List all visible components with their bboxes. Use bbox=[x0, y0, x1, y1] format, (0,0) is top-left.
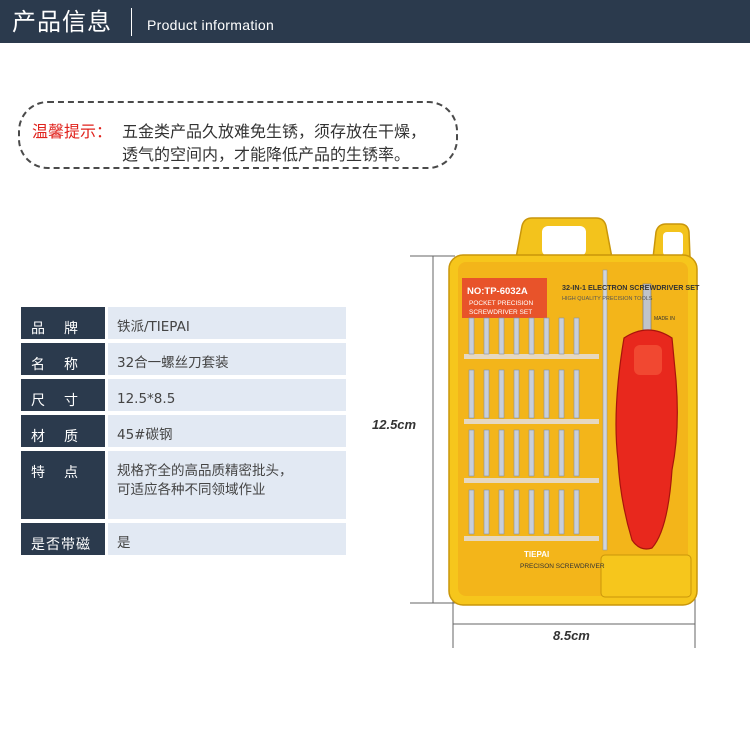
notice-text-line2: 透气的空间内，才能降低产品的生锈率。 bbox=[122, 145, 411, 164]
notice-text-line1: 五金类产品久放难免生锈，须存放在干燥， bbox=[122, 122, 427, 141]
spec-key: 尺寸 bbox=[21, 379, 105, 411]
section-subtitle: Product information bbox=[147, 17, 275, 33]
spec-key: 品牌 bbox=[21, 307, 105, 339]
spec-key: 名称 bbox=[21, 343, 105, 375]
spec-row-magnetic: 是否带磁 是 bbox=[21, 523, 346, 555]
width-dimension-label: 8.5cm bbox=[553, 628, 590, 643]
model-label: NO:TP-6032A bbox=[467, 286, 528, 297]
spec-row-size: 尺寸 12.5*8.5 bbox=[21, 379, 346, 411]
spec-value: 45#碳钢 bbox=[108, 415, 346, 447]
spec-key: 特点 bbox=[21, 451, 105, 519]
spec-value-line2: 可适应各种不同领域作业 bbox=[117, 482, 266, 498]
spec-row-name: 名称 32合一螺丝刀套装 bbox=[21, 343, 346, 375]
spec-value: 规格齐全的高品质精密批头， 可适应各种不同领域作业 bbox=[108, 451, 346, 519]
spec-key: 是否带磁 bbox=[21, 523, 105, 555]
bit-rows bbox=[464, 317, 599, 541]
notice-label: 温馨提示： bbox=[32, 122, 113, 141]
header-bar: 产品信息 Product information bbox=[0, 0, 750, 43]
product-label-line2: SCREWDRIVER SET bbox=[469, 309, 532, 316]
product-label-line1: POCKET PRECISION bbox=[469, 300, 533, 307]
height-dimension-label: 12.5cm bbox=[372, 417, 417, 432]
section-title: 产品信息 bbox=[12, 8, 112, 36]
spec-value-line1: 规格齐全的高品质精密批头， bbox=[117, 463, 293, 479]
spec-value: 是 bbox=[108, 523, 346, 555]
spec-value: 铁派/TIEPAI bbox=[108, 307, 346, 339]
spec-table: 品牌 铁派/TIEPAI 名称 32合一螺丝刀套装 尺寸 12.5*8.5 材质… bbox=[21, 307, 346, 559]
screwdriver-handle bbox=[615, 283, 678, 550]
spec-value: 32合一螺丝刀套装 bbox=[108, 343, 346, 375]
height-dimension bbox=[410, 255, 455, 604]
brand-label: TIEPAI bbox=[524, 550, 549, 559]
spec-row-feature: 特点 规格齐全的高品质精密批头， 可适应各种不同领域作业 bbox=[21, 451, 346, 519]
spec-row-brand: 品牌 铁派/TIEPAI bbox=[21, 307, 346, 339]
set-name-label: 32-IN-1 ELECTRON SCREWDRIVER SET bbox=[562, 283, 700, 292]
spec-row-material: 材质 45#碳钢 bbox=[21, 415, 346, 447]
extension-rod bbox=[602, 269, 608, 551]
notice-box: 温馨提示： 五金类产品久放难免生锈，须存放在干燥， 透气的空间内，才能降低产品的… bbox=[18, 101, 458, 169]
spec-value: 12.5*8.5 bbox=[108, 379, 346, 411]
brand-sub-label: PRECISON SCREWDRIVER bbox=[520, 563, 605, 570]
spec-key: 材质 bbox=[21, 415, 105, 447]
made-in-label: MADE IN bbox=[654, 316, 675, 322]
quality-label: HIGH QUALITY PRECISION TOOLS bbox=[562, 296, 653, 302]
width-dimension bbox=[452, 597, 696, 648]
header-divider bbox=[131, 8, 132, 36]
